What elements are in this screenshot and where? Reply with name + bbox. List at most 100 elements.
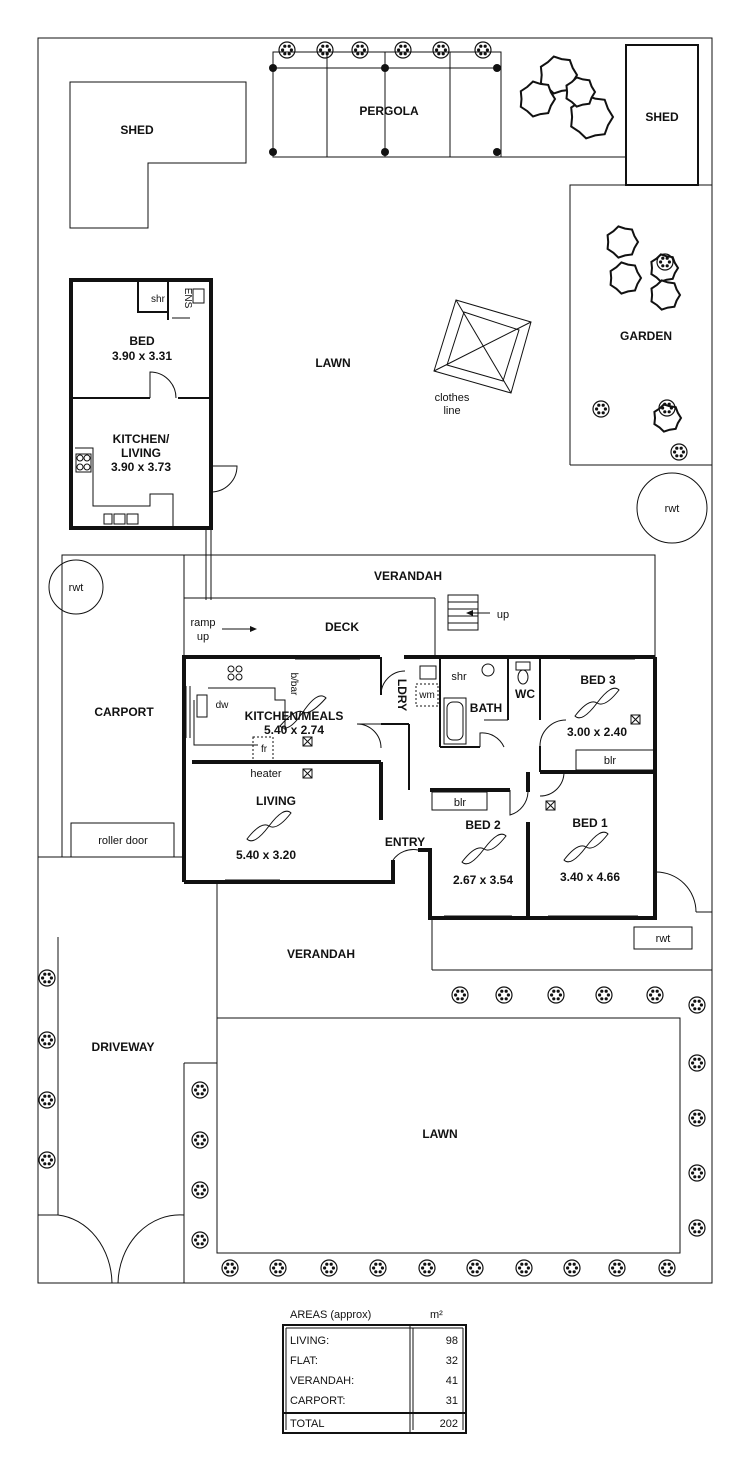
rwt-bottom-label: rwt — [656, 933, 671, 945]
shrub-icon — [646, 986, 664, 1004]
bed2-label: BED 2 — [465, 818, 501, 832]
back-verandah-label: VERANDAH — [374, 569, 442, 583]
shrub-icon — [320, 1259, 338, 1277]
shrub-icon — [688, 1164, 706, 1182]
front-lawn-label: LAWN — [422, 1127, 457, 1141]
rwt-right-label: rwt — [665, 503, 680, 515]
tree-icon — [609, 261, 643, 295]
shrub-icon — [191, 1131, 209, 1149]
shrub-icon — [547, 986, 565, 1004]
bed1-size: 3.40 x 4.66 — [560, 870, 620, 884]
shed-left-label: SHED — [120, 123, 154, 137]
area-row-label: FLAT: — [290, 1355, 318, 1367]
shrub-icon — [474, 41, 492, 59]
shrub-icon — [369, 1259, 387, 1277]
stairs-up-label: up — [497, 609, 509, 621]
shrub-icon — [394, 41, 412, 59]
pergola-label: PERGOLA — [359, 104, 419, 118]
property-boundary — [37, 37, 713, 1284]
clothes-line-label-1: clothes — [435, 392, 470, 404]
area-row-value: 41 — [446, 1375, 458, 1387]
shrub-icon — [515, 1259, 533, 1277]
shrub-icon — [38, 1091, 56, 1109]
ramp-label-1: ramp — [190, 617, 215, 629]
shrub-icon — [38, 1031, 56, 1049]
rwt-left-label: rwt — [69, 582, 84, 594]
clothes-line-label-2: line — [443, 405, 460, 417]
shrub-icon — [656, 253, 674, 271]
washing-machine-label: wm — [418, 690, 435, 701]
areas-unit: m² — [430, 1309, 443, 1321]
shrub-icon — [221, 1259, 239, 1277]
area-row-label: CARPORT: — [290, 1395, 345, 1407]
driveway-label: DRIVEWAY — [92, 1040, 155, 1054]
shrub-icon — [351, 41, 369, 59]
deck-label: DECK — [325, 620, 359, 634]
shrub-icon — [466, 1259, 484, 1277]
garden: GARDEN — [569, 184, 712, 466]
flat-kitchen-label-2: LIVING — [121, 446, 161, 460]
shrub-icon — [269, 1259, 287, 1277]
laundry-label: LDRY — [395, 679, 409, 711]
back-verandah: VERANDAH DECK ramp up up — [183, 554, 656, 657]
kitchen-meals-size: 5.40 x 2.74 — [264, 723, 324, 737]
shrub-icon — [688, 1219, 706, 1237]
dishwasher-label: dw — [216, 700, 230, 711]
shrub-icon — [688, 996, 706, 1014]
tree-icon — [650, 279, 682, 311]
shed-right: SHED — [625, 44, 699, 186]
shrub-icon — [658, 399, 676, 417]
rwt-tank-bottom: rwt — [633, 926, 693, 950]
tree-icon — [519, 80, 557, 118]
shed-right-label: SHED — [645, 110, 679, 124]
area-row-label: VERANDAH: — [290, 1375, 354, 1387]
shrub-icon — [608, 1259, 626, 1277]
bed3-label: BED 3 — [580, 673, 616, 687]
shrub-icon — [495, 986, 513, 1004]
shrub-icon — [592, 400, 610, 418]
main-shower-label: shr — [451, 671, 467, 683]
shrub-icon — [191, 1231, 209, 1249]
shrub-icon — [191, 1081, 209, 1099]
tree-icon — [570, 94, 615, 140]
shrub-icon — [38, 1151, 56, 1169]
main-house: dw b/bar KITCHEN/MEALS 5.40 x 2.74 fr he… — [182, 655, 657, 920]
entry-label: ENTRY — [385, 835, 425, 849]
wc-label: WC — [515, 687, 535, 701]
living-label: LIVING — [256, 794, 296, 808]
carport-label: CARPORT — [94, 705, 154, 719]
tree-icon — [650, 253, 680, 283]
flat-ensuite-label: ENS — [182, 288, 193, 309]
area-row-value: 98 — [446, 1335, 458, 1347]
bed1-label: BED 1 — [572, 816, 608, 830]
shed-left: SHED — [69, 81, 247, 229]
areas-table: AREAS (approx) m² LIVING: 98 FLAT: 32 VE… — [282, 1309, 467, 1434]
shrubs — [38, 41, 706, 1277]
flat-kitchen-label-1: KITCHEN/ — [113, 432, 170, 446]
areas-total-label: TOTAL — [290, 1418, 324, 1430]
roller-door-label: roller door — [98, 835, 148, 847]
shrub-icon — [670, 443, 688, 461]
bed2-robe-label: blr — [454, 797, 467, 809]
area-row-label: LIVING: — [290, 1335, 329, 1347]
areas-header: AREAS (approx) — [290, 1309, 371, 1321]
garden-label: GARDEN — [620, 329, 672, 343]
area-row-value: 32 — [446, 1355, 458, 1367]
shrub-icon — [688, 1054, 706, 1072]
flat-kitchen-size: 3.90 x 3.73 — [111, 460, 171, 474]
back-lawn-label: LAWN — [315, 356, 350, 370]
shrub-icon — [418, 1259, 436, 1277]
carport: CARPORT roller door — [61, 554, 185, 858]
shrub-icon — [38, 969, 56, 987]
shrub-icon — [688, 1109, 706, 1127]
bed3-size: 3.00 x 2.40 — [567, 725, 627, 739]
kitchen-meals-label: KITCHEN/MEALS — [245, 709, 344, 723]
granny-flat: shr ENS BED 3.90 x 3.31 KITCHEN/ LIVING … — [69, 278, 238, 530]
shrub-icon — [658, 1259, 676, 1277]
shrub-icon — [451, 986, 469, 1004]
flat-shower-label: shr — [151, 294, 166, 305]
shrub-icon — [278, 41, 296, 59]
pergola: PERGOLA — [269, 51, 502, 158]
ramp-label-2: up — [197, 631, 209, 643]
